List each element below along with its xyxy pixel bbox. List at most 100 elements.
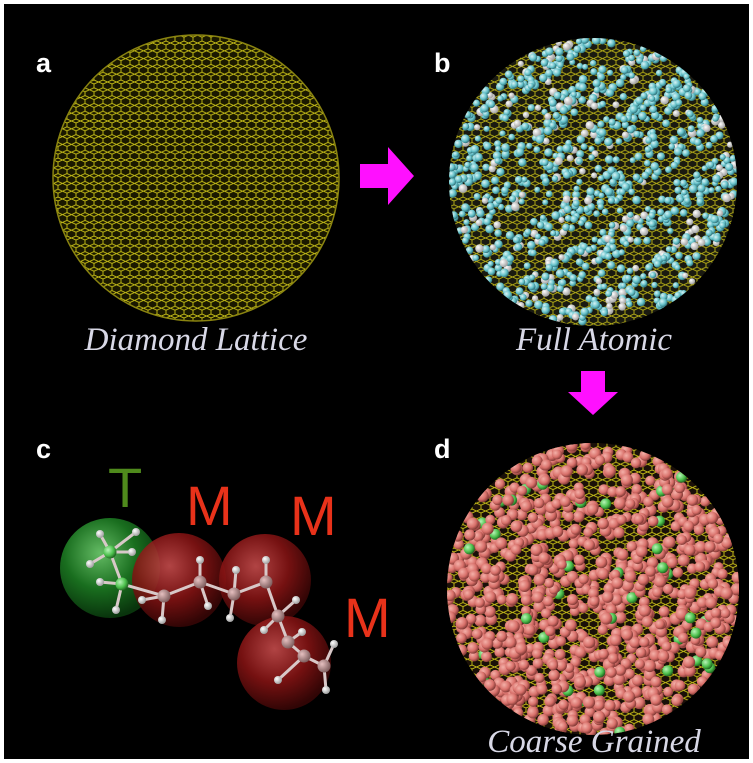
bead-pink <box>683 520 695 532</box>
atom <box>487 267 496 276</box>
atom <box>501 114 509 122</box>
bead-M3-sphere <box>237 616 331 710</box>
atom <box>481 179 490 189</box>
atom <box>591 300 601 309</box>
atom <box>696 129 705 138</box>
atom <box>597 73 606 81</box>
bead-pink <box>661 467 673 480</box>
hydrogen-atom <box>96 530 104 538</box>
atom <box>492 186 500 195</box>
atom <box>604 187 614 197</box>
atom <box>672 79 681 89</box>
coarse-grained-sphere <box>447 443 739 735</box>
bead-pink <box>588 587 599 599</box>
bead-label-M2: M <box>290 484 337 547</box>
atom <box>690 242 699 251</box>
carbon-atom <box>259 575 273 589</box>
atom <box>672 237 680 245</box>
bead-pink <box>654 619 665 630</box>
atom <box>566 52 575 61</box>
atom <box>611 171 621 181</box>
atom <box>475 244 484 253</box>
atom <box>531 295 539 302</box>
bead-pink <box>704 541 716 553</box>
atom <box>556 284 564 293</box>
atom <box>665 246 672 253</box>
atom <box>494 264 503 272</box>
bead-pink <box>534 672 545 683</box>
bead-pink <box>506 693 519 706</box>
atom <box>619 224 627 232</box>
atom <box>472 254 480 262</box>
hydrogen-atom <box>232 566 240 574</box>
hydrogen-atom <box>112 606 120 614</box>
atom <box>684 197 691 204</box>
atom <box>495 145 502 152</box>
bead-pink <box>693 524 705 536</box>
atom <box>623 240 630 247</box>
atom <box>632 264 640 272</box>
bead-pink <box>671 695 683 707</box>
atom <box>607 166 616 175</box>
bead-pink <box>525 476 538 489</box>
atom <box>475 219 483 227</box>
atom <box>616 264 626 273</box>
atom <box>508 133 516 141</box>
bead-pink <box>621 628 634 641</box>
bead-pink <box>691 504 702 516</box>
atom <box>715 185 722 193</box>
atom <box>570 91 577 98</box>
bead-pink <box>538 552 550 564</box>
bead-pink <box>456 632 467 644</box>
atom <box>501 143 510 152</box>
atom <box>640 280 648 287</box>
atom <box>555 54 563 63</box>
bead-pink <box>658 606 670 618</box>
atom <box>645 263 653 272</box>
atom <box>697 238 706 247</box>
atom <box>452 151 459 158</box>
atom <box>668 143 675 150</box>
bead-pink <box>633 514 644 525</box>
atom <box>581 262 590 271</box>
atom <box>571 313 580 321</box>
atom <box>633 214 641 222</box>
atom <box>572 190 581 199</box>
bead-pink <box>556 660 567 672</box>
carbon-atom <box>227 587 241 601</box>
bead-green <box>594 666 606 678</box>
atom <box>575 38 582 45</box>
bead-pink <box>447 611 456 624</box>
atom <box>463 219 470 226</box>
atom <box>607 38 616 48</box>
atom <box>626 267 634 275</box>
bead-pink <box>530 543 543 557</box>
atom <box>624 274 632 282</box>
bead-pink <box>638 596 650 608</box>
atom <box>656 152 666 161</box>
hydrogen-atom <box>132 528 140 536</box>
atom <box>529 53 538 62</box>
atom <box>474 153 483 162</box>
hydrogen-atom <box>298 628 306 636</box>
atom <box>712 174 721 183</box>
atom <box>510 80 519 89</box>
atom <box>670 246 677 253</box>
atom <box>525 299 533 308</box>
bead-pink <box>542 595 554 607</box>
bead-pink <box>720 587 733 600</box>
bead-pink <box>592 710 606 724</box>
bead-pink <box>643 496 654 507</box>
hydrogen-atom <box>196 556 204 564</box>
atom <box>454 139 463 149</box>
bead-pink <box>559 496 571 507</box>
atom <box>576 62 583 70</box>
bead-pink <box>584 706 596 718</box>
bead-pink <box>626 541 638 552</box>
atom <box>517 80 525 89</box>
bead-pink <box>565 443 578 452</box>
atom <box>462 122 470 130</box>
atom <box>497 95 504 102</box>
bead-pink <box>520 605 532 616</box>
atom <box>618 302 626 311</box>
